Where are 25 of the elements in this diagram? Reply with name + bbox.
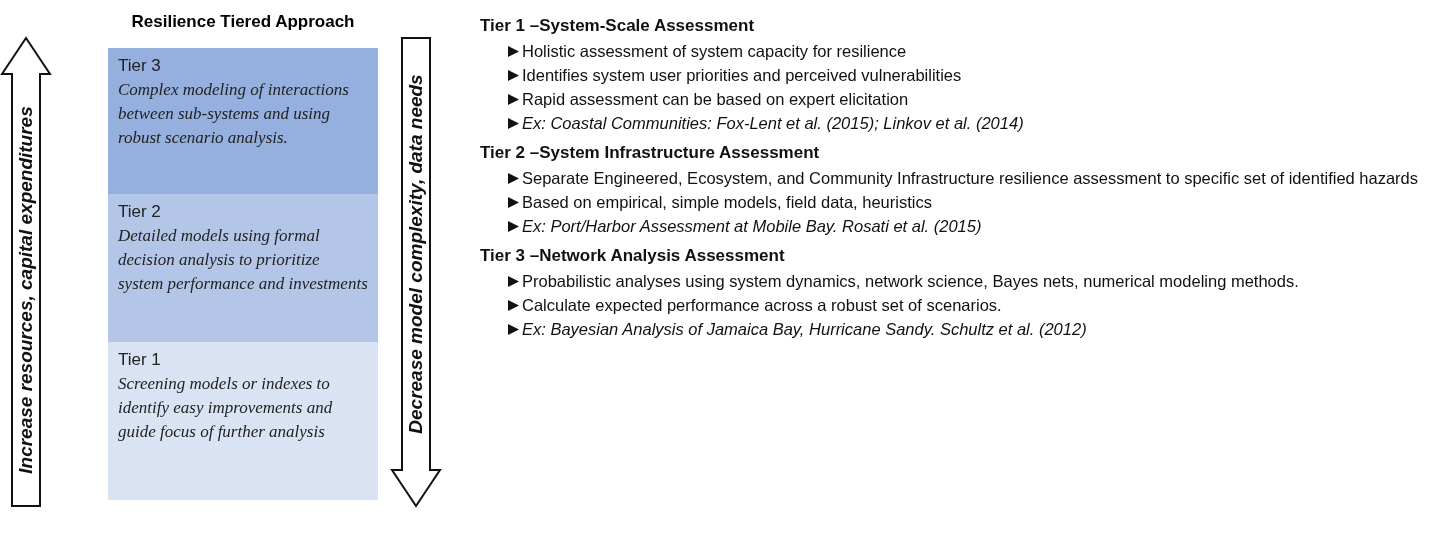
section-heading: Tier 1 –System-Scale Assessment xyxy=(480,16,755,36)
tier-heading: Tier 3 xyxy=(118,56,162,76)
section-heading: Tier 3 –Network Analysis Assessment xyxy=(480,246,785,266)
tier-description: Complex modeling of interactions between sub-systems and using robust scenario analysis. xyxy=(118,79,350,149)
example-text: Ex: Port/Harbor Assessment at Mobile Bay. Rosati et al. (2015) xyxy=(522,216,982,237)
tier-description: Screening models or indexes to identify easy improvements and guide focus of further analysis xyxy=(118,373,334,443)
example-text: Ex: Coastal Communities: Fox-Lent et al. (2015); Linkov et al. (2014) xyxy=(522,113,1024,134)
tier-box xyxy=(108,342,378,500)
bullet-text: Holistic assessment of system capacity for resilience xyxy=(522,41,907,62)
tier-heading: Tier 2 xyxy=(118,202,162,222)
bullet-text: Probabilistic analyses using system dynamics, network science, Bayes nets, numerical modeling methods. xyxy=(522,271,1299,292)
tier-description: Detailed models using formal decision analysis to prioritize system performance and investments xyxy=(118,225,368,295)
tier-heading: Tier 1 xyxy=(118,350,162,370)
diagram-title: Resilience Tiered Approach xyxy=(130,12,356,32)
arrow-label: Increase resources, capital expenditures xyxy=(15,106,37,474)
bullet-text: Calculate expected performance across a robust set of scenarios. xyxy=(522,295,1002,316)
section-heading: Tier 2 –System Infrastructure Assessment xyxy=(480,143,820,163)
bullet-text: Identifies system user priorities and perceived vulnerabilities xyxy=(522,65,962,86)
bullet-text: Rapid assessment can be based on expert elicitation xyxy=(522,89,909,110)
tier-box xyxy=(108,194,378,342)
arrow-label: Decrease model complexity, data needs xyxy=(405,74,427,434)
example-text: Ex: Bayesian Analysis of Jamaica Bay, Hurricane Sandy. Schultz et al. (2012) xyxy=(522,319,1087,340)
tier-box xyxy=(108,48,378,194)
bullet-text: Based on empirical, simple models, field data, heuristics xyxy=(522,192,932,213)
bullet-text: Separate Engineered, Ecosystem, and Community Infrastructure resilience assessment to specific set of identified hazards xyxy=(522,168,1419,189)
